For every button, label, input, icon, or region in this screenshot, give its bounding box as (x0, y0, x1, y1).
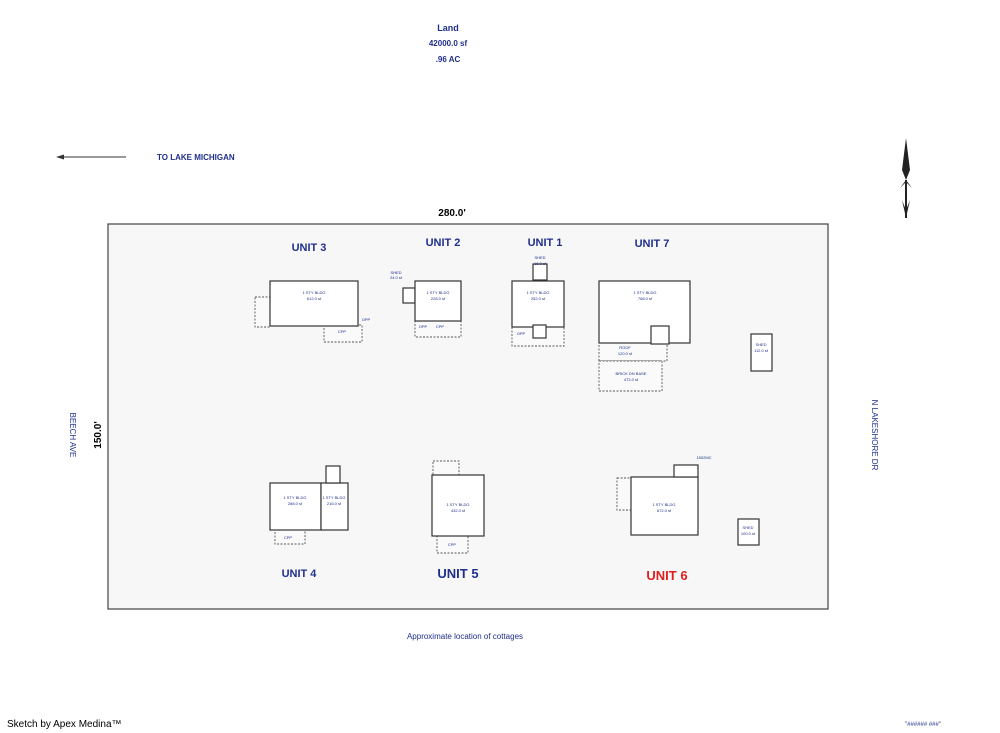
lot-width: 280.0' (438, 208, 465, 219)
unit-7-desc: 1 STY BLDG (633, 290, 656, 295)
caption: Approximate location of cottages (407, 632, 523, 641)
unit-7-area: 768.0 sf (638, 296, 653, 301)
unit-2-shed: SHED (390, 270, 401, 275)
unit-4-cpp: CPP (284, 535, 293, 540)
land-acres: .96 AC (436, 55, 461, 64)
unit-5-building: 1 STY BLDG 432.0 sf CPP (431, 460, 485, 554)
unit-2-desc: 1 STY BLDG (426, 290, 449, 295)
unit-7-label: UNIT 7 (635, 238, 670, 250)
arrow-left-icon (56, 154, 126, 160)
unit-3-opp: OPP (362, 317, 371, 322)
unit-4-label: UNIT 4 (282, 568, 318, 580)
unit-2-area: 228.0 sf (431, 296, 446, 301)
lot-depth: 150.0' (93, 421, 104, 448)
land-area: 42000.0 sf (429, 39, 468, 48)
unit-3-cpp: CPP (338, 329, 347, 334)
unit-6-desc: 1 STY BLDG (652, 502, 675, 507)
unit-1-label: UNIT 1 (528, 237, 563, 249)
unit-1-shed: SHED (534, 255, 545, 260)
unit-7-brick-area: 472.0 sf (624, 377, 639, 382)
unit-2-opp: OPP (419, 324, 428, 329)
unit-5-cpp: CPP (448, 542, 457, 547)
se-shed-area: 100.0 sf (741, 531, 756, 536)
unit-6-building: 1502MC 1 STY BLDG 672.0 sf (616, 455, 712, 536)
unit-4-desc: 1 STY BLDG (283, 495, 306, 500)
unit-1-building: SHED 16.0 sf 1 STY BLDG 252.0 sf OPP (511, 255, 565, 347)
unit-3-desc: 1 STY BLDG (302, 290, 325, 295)
unit-2-building: SHED 24.0 sf 1 STY BLDG 228.0 sf OPP CPP (390, 270, 462, 338)
se-shed-label: SHED (742, 525, 753, 530)
direction-label: TO LAKE MICHIGAN (157, 153, 235, 162)
unit-7-shed: SHED 112.0 sf (750, 333, 773, 372)
north-arrow-icon (900, 138, 912, 218)
land-title: Land (437, 23, 459, 33)
east-shed-area: 112.0 sf (754, 348, 769, 353)
unit-4-area-2: 216.0 sf (327, 501, 342, 506)
unit-6-shed: SHED 100.0 sf (737, 518, 760, 546)
unit-3-label: UNIT 3 (292, 242, 327, 254)
unit-6-garage: 1502MC (696, 455, 711, 460)
unit-1-area: 252.0 sf (531, 296, 546, 301)
unit-4-area: 288.0 sf (288, 501, 303, 506)
unit-3-area: 612.0 sf (307, 296, 322, 301)
unit-7-building: 1 STY BLDG 768.0 sf ROOF 120.0 sf BRICK … (598, 280, 691, 392)
unit-6-label: UNIT 6 (646, 568, 687, 583)
unit-5-area: 432.0 sf (451, 508, 466, 513)
unit-6-area: 672.0 sf (657, 508, 672, 513)
unit-2-shed-area: 24.0 sf (390, 275, 403, 280)
unit-1-desc: 1 STY BLDG (526, 290, 549, 295)
unit-4-desc-2: 1 STY BLDG (322, 495, 345, 500)
street-east: N LAKESHORE DR (870, 400, 879, 471)
unit-2-label: UNIT 2 (426, 237, 461, 249)
east-shed-label: SHED (755, 342, 766, 347)
unit-7-brick: BRICK DN BASE (616, 371, 647, 376)
unit-5-label: UNIT 5 (437, 566, 478, 581)
unit-1-shed-area: 16.0 sf (534, 261, 547, 266)
unit-5-desc: 1 STY BLDG (446, 502, 469, 507)
credit: Sketch by Apex Medina™ (7, 719, 122, 730)
corner-note: "###### ###" (905, 722, 941, 728)
unit-3-building: 1 STY BLDG 612.0 sf CPP OPP (254, 280, 371, 343)
unit-7-roof-area: 120.0 sf (618, 351, 633, 356)
street-west: BEECH AVE (68, 413, 77, 458)
unit-4-building: 1 STY BLDG 288.0 sf 1 STY BLDG 216.0 sf … (269, 465, 349, 545)
unit-1-opp: OPP (517, 331, 526, 336)
unit-7-roof: ROOF (619, 345, 631, 350)
unit-2-cpp: CPP (436, 324, 445, 329)
